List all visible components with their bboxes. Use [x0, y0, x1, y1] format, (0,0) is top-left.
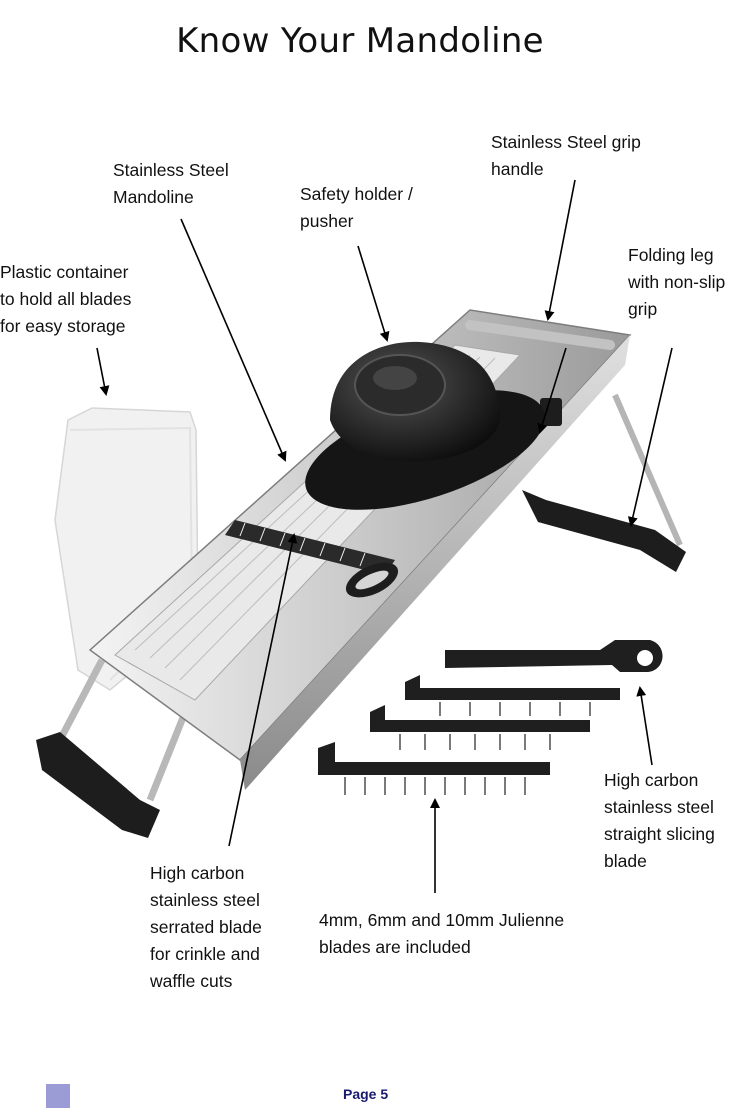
label-grip-handle: Stainless Steel grip handle: [491, 132, 641, 179]
label-serrated-blade: High carbon stainless steel serrated bla…: [150, 863, 262, 991]
arrow-serrated-blade: [228, 533, 298, 847]
label-stainless-mandoline: Stainless Steel Mandoline: [113, 160, 229, 207]
safety-holder-image: [305, 341, 545, 510]
arrow-folding-leg: [627, 347, 673, 527]
arrow-container: [96, 347, 110, 396]
arrow-straight-blade: [636, 686, 653, 766]
label-safety-holder: Safety holder / pusher: [300, 184, 413, 231]
label-folding-leg: Folding leg with non-slip grip: [628, 245, 726, 319]
label-julienne-blades: 4mm, 6mm and 10mm Julienne blades are in…: [319, 910, 565, 957]
page-number: Page 5: [343, 1086, 389, 1102]
arrow-handle-lower: [537, 347, 567, 434]
footer-square-decoration: [46, 1084, 70, 1108]
arrow-safety-holder: [357, 245, 390, 342]
arrow-mandoline: [180, 218, 287, 462]
folding-leg-image: [522, 393, 686, 572]
arrow-grip-handle: [544, 179, 576, 321]
page-title: Know Your Mandoline: [176, 20, 544, 61]
label-plastic-container: Plastic container to hold all blades for…: [0, 262, 132, 336]
julienne-blades-image: [318, 640, 663, 795]
mandoline-illustration: [36, 179, 686, 893]
label-straight-blade: High carbon stainless steel straight sli…: [604, 770, 715, 871]
